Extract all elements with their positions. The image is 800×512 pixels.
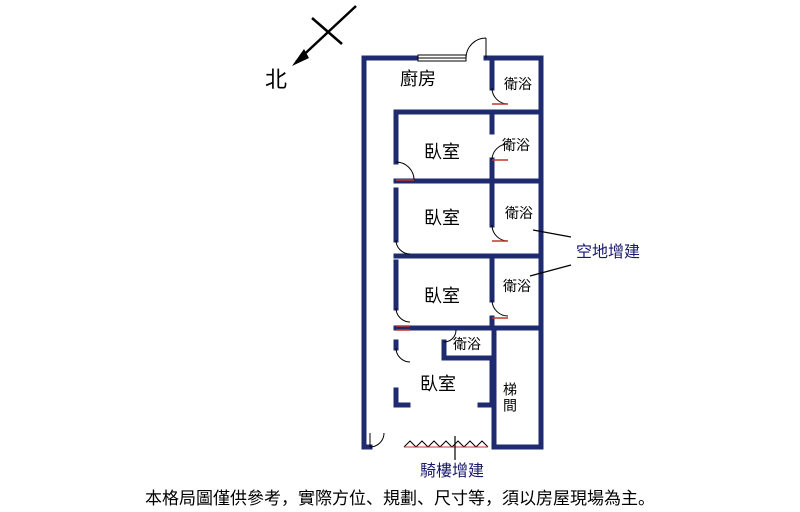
kitchen-label: 廚房 — [400, 68, 436, 90]
arcade-extension-label: 騎樓增建 — [420, 461, 484, 480]
compass: 北 — [265, 5, 357, 93]
window-top — [417, 54, 467, 62]
bathroom-doors — [491, 87, 509, 319]
compass-cross-line-1 — [311, 17, 343, 45]
north-arrow-icon — [292, 49, 309, 66]
bedroom-doors — [395, 161, 457, 363]
vacant-land-extension-label: 空地增建 — [576, 242, 640, 261]
bedroom-1-label: 臥室 — [424, 142, 460, 163]
stairwell-label: 梯間 — [501, 382, 517, 414]
bathroom-2-label: 衛浴 — [502, 138, 530, 154]
door-top — [465, 37, 487, 59]
north-label: 北 — [265, 68, 287, 93]
bathroom-4-label: 衛浴 — [503, 279, 531, 295]
entrance — [369, 432, 489, 448]
walls — [361, 55, 544, 450]
bathroom-1-label: 衛浴 — [504, 77, 532, 93]
bathroom-3-label: 衛浴 — [505, 206, 533, 222]
disclaimer-text: 本格局圖僅供參考，實際方位、規劃、尺寸等，須以房屋現場為主。 — [145, 489, 655, 509]
annotation-lines — [454, 229, 572, 460]
bedroom-4-label: 臥室 — [420, 374, 456, 395]
bedroom-3-label: 臥室 — [424, 286, 460, 307]
bedroom-2-label: 臥室 — [424, 208, 460, 229]
bathroom-5-label: 衛浴 — [453, 337, 481, 353]
folding-door-icon — [403, 440, 489, 448]
